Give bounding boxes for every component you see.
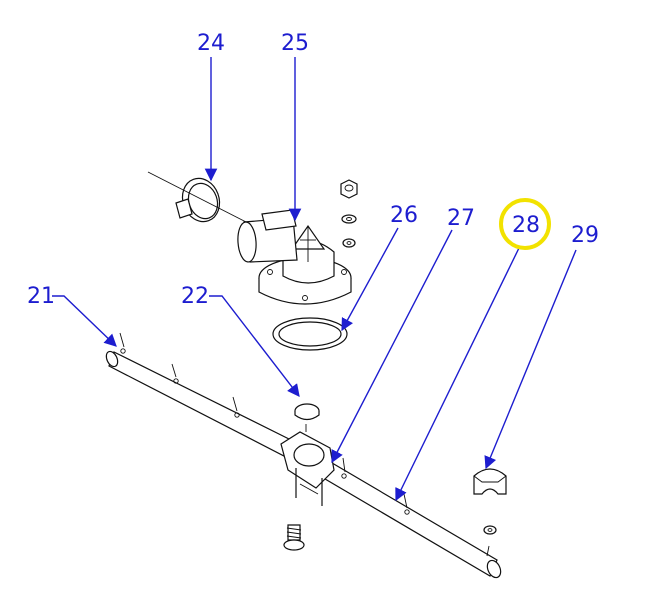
center-hub-fitting xyxy=(280,431,335,506)
highlight-circle-28 xyxy=(499,198,551,250)
part-25-manifold-housing xyxy=(237,209,352,305)
part-29-clip xyxy=(473,468,507,535)
leader-lines xyxy=(52,57,577,502)
part-22-cap xyxy=(294,403,320,432)
callout-26: 26 xyxy=(390,203,418,228)
callout-21: 21 xyxy=(27,284,55,309)
mounting-screw xyxy=(283,524,305,551)
part-26-gasket-ring xyxy=(272,317,348,351)
leader-21 xyxy=(52,295,117,347)
leader-22 xyxy=(209,295,300,397)
callout-29: 29 xyxy=(571,223,599,248)
spray-arm-tube xyxy=(105,332,502,579)
callout-24: 24 xyxy=(197,31,225,56)
callout-25: 25 xyxy=(281,31,309,56)
callout-27: 27 xyxy=(447,206,475,231)
leader-29 xyxy=(484,249,577,470)
leader-28 xyxy=(395,247,520,502)
callout-28: 28 xyxy=(512,213,540,238)
nut-and-washers xyxy=(340,179,358,248)
leader-27 xyxy=(331,229,453,464)
callout-labels: 21 22 24 25 26 27 28 29 xyxy=(27,31,599,309)
leader-26 xyxy=(341,227,399,332)
callout-22: 22 xyxy=(181,284,209,309)
part-24-hose-clamp xyxy=(147,171,251,225)
